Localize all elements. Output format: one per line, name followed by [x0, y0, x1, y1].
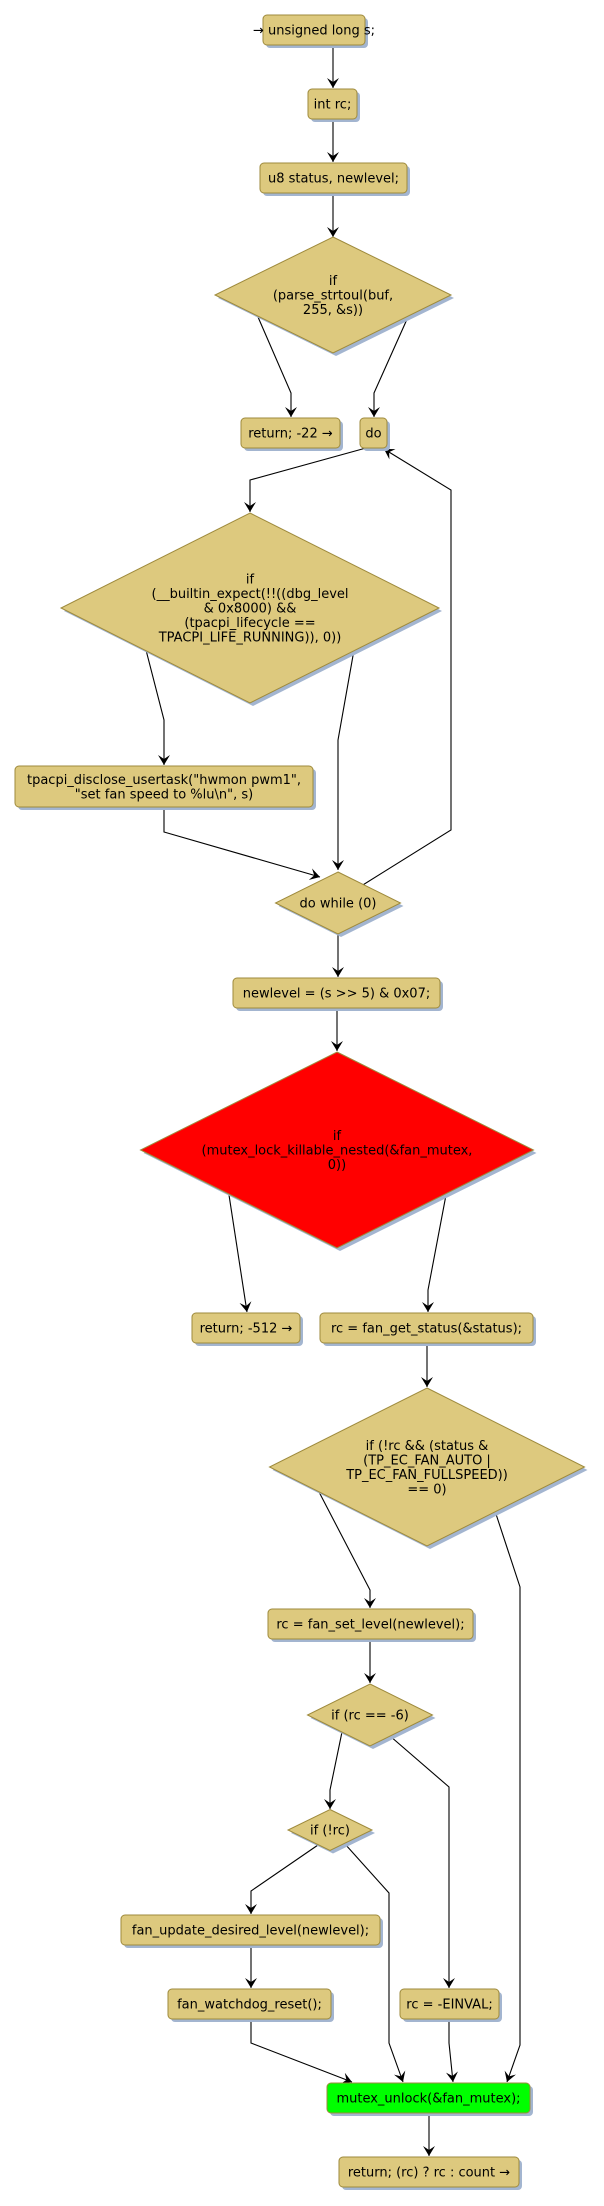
- node-label: (tpacpi_lifecycle ==: [184, 616, 315, 631]
- node-return-rc-or-count: return; (rc) ? rc : count →: [338, 2156, 522, 2190]
- edge-do-to-ifbuiltin: [244, 447, 367, 512]
- node-label: newlevel = (s >> 5) & 0x07;: [243, 987, 430, 1002]
- node-label: if: [246, 573, 255, 588]
- node-shape: [232, 977, 441, 1009]
- edge-ifbuiltin-to-dowhile: [332, 649, 355, 870]
- node-int-rc: int rc;: [307, 88, 360, 122]
- edge-ifmutex-to-getstatus: [422, 1194, 447, 1312]
- node-do: do: [359, 417, 390, 451]
- node-label: do: [365, 427, 381, 442]
- node-label: (__builtin_expect(!!((dbg_level: [152, 587, 349, 602]
- decision-shape: [59, 512, 441, 704]
- node-label: u8 status, newlevel;: [268, 172, 399, 187]
- node-label: "set fan speed to %lu\n", s): [75, 787, 253, 802]
- decision-shape: [139, 1051, 535, 1249]
- edge-ifparse-to-do: [368, 316, 409, 417]
- node-label: (TP_EC_FAN_AUTO |: [363, 1453, 491, 1468]
- node-shape: [399, 1988, 500, 2020]
- node-shape: [307, 88, 358, 120]
- node-shape: [240, 417, 341, 449]
- node-fan-set-level: rc = fan_set_level(newlevel);: [267, 1608, 476, 1642]
- node-shape: [191, 1312, 301, 1344]
- node-return-22: return; -22 →: [240, 417, 343, 451]
- node-mutex-unlock: mutex_unlock(&fan_mutex);: [326, 2082, 533, 2116]
- node-label: → unsigned long s;: [253, 24, 375, 39]
- node-label: int rc;: [314, 98, 352, 113]
- node-label: 255, &s)): [303, 303, 363, 318]
- node-shape: [326, 2082, 531, 2114]
- decision-rc-eq-minus6: if (rc == -6): [306, 1683, 436, 1749]
- node-fan-update-desired-level: fan_update_desired_level(newlevel);: [120, 1914, 383, 1948]
- edge-ifnotrc-to-update: [245, 1844, 319, 1914]
- node-label: if (!rc): [310, 1824, 350, 1839]
- decision-shape: [286, 1808, 374, 1852]
- node-label: if: [329, 274, 338, 289]
- node-return-512: return; -512 →: [191, 1312, 303, 1346]
- edge-dowhile-loop-to-do: [357, 448, 452, 889]
- node-label: do while (0): [300, 897, 377, 912]
- edge-ifmutex-to-return512: [228, 1194, 252, 1313]
- node-label: if (rc == -6): [331, 1709, 409, 1724]
- decision-mutex-lock: if(mutex_lock_killable_nested(&fan_mutex…: [139, 1051, 537, 1251]
- decision-builtin-expect: if(__builtin_expect(!!((dbg_level& 0x800…: [59, 512, 442, 706]
- edge-disclose-to-dowhile: [163, 806, 321, 880]
- decision-status-check: if (!rc && (status &(TP_EC_FAN_AUTO |TP_…: [268, 1387, 588, 1549]
- node-label: TPACPI_LIFE_RUNNING)), 0)): [158, 631, 342, 646]
- node-rc-einval: rc = -EINVAL;: [399, 1988, 502, 2022]
- node-shape: [359, 417, 388, 449]
- decision-shape: [306, 1683, 434, 1747]
- node-shape: [14, 765, 314, 808]
- node-label: == 0): [407, 1482, 446, 1497]
- edges: [145, 45, 521, 2156]
- node-shape: [267, 1608, 474, 1640]
- node-label: if (!rc && (status &: [366, 1439, 489, 1454]
- edge-einval-to-unlock: [446, 2019, 458, 2083]
- node-newlevel-assign: newlevel = (s >> 5) & 0x07;: [232, 977, 443, 1011]
- decision-not-rc: if (!rc): [286, 1808, 375, 1854]
- node-shape: [319, 1312, 534, 1344]
- node-label: tpacpi_disclose_usertask("hwmon pwm1",: [27, 773, 301, 788]
- node-label: return; -512 →: [200, 1322, 293, 1337]
- node-label: fan_watchdog_reset();: [177, 1998, 322, 2013]
- edge-ifrc6-to-einval: [389, 1735, 455, 1988]
- node-label: rc = -EINVAL;: [406, 1998, 492, 2013]
- edge-ifstatus-to-setlevel: [317, 1489, 376, 1608]
- node-label: rc = fan_set_level(newlevel);: [276, 1618, 464, 1633]
- node-label: rc = fan_get_status(&status);: [331, 1322, 522, 1337]
- node-u8-status-newlevel: u8 status, newlevel;: [259, 162, 410, 196]
- node-label: return; -22 →: [248, 427, 333, 442]
- edge-ifrc6-to-ifnotrc: [324, 1731, 343, 1809]
- node-shape: [262, 14, 366, 46]
- node-shape: [338, 2156, 520, 2188]
- node-fan-get-status: rc = fan_get_status(&status);: [319, 1312, 536, 1346]
- decision-do-while: do while (0): [274, 871, 404, 937]
- edge-ifbuiltin-to-disclose: [145, 649, 170, 765]
- decision-shape: [268, 1387, 586, 1547]
- edge-ifparse-to-return22: [257, 316, 297, 417]
- edge-ifnotrc-to-unlock: [344, 1843, 406, 2083]
- node-shape: [120, 1914, 381, 1946]
- node-shape: [167, 1988, 332, 2020]
- node-label: fan_update_desired_level(newlevel);: [132, 1924, 369, 1939]
- decision-shape: [213, 236, 453, 354]
- node-label: (parse_strtoul(buf,: [273, 289, 393, 304]
- node-label: TP_EC_FAN_FULLSPEED)): [345, 1468, 508, 1483]
- node-shape: [259, 162, 408, 194]
- decision-shape: [274, 871, 402, 935]
- decision-parse-strtoul: if(parse_strtoul(buf,255, &s)): [213, 236, 454, 356]
- node-fan-watchdog-reset: fan_watchdog_reset();: [167, 1988, 334, 2022]
- node-disclose-usertask: tpacpi_disclose_usertask("hwmon pwm1","s…: [14, 765, 316, 810]
- node-label: if: [333, 1129, 342, 1144]
- node-label: & 0x8000) &&: [204, 602, 297, 617]
- node-label: mutex_unlock(&fan_mutex);: [336, 2092, 520, 2107]
- node-label: return; (rc) ? rc : count →: [348, 2166, 510, 2181]
- node-label: (mutex_lock_killable_nested(&fan_mutex,: [202, 1144, 473, 1159]
- node-unsigned-long-s: → unsigned long s;: [253, 14, 375, 48]
- edge-watchdog-to-unlock: [250, 2019, 353, 2084]
- nodes: → unsigned long s; int rc; u8 status, newl…: [14, 14, 588, 2190]
- edge-ifstatus-to-unlock: [494, 1510, 521, 2083]
- node-label: 0)): [328, 1158, 346, 1173]
